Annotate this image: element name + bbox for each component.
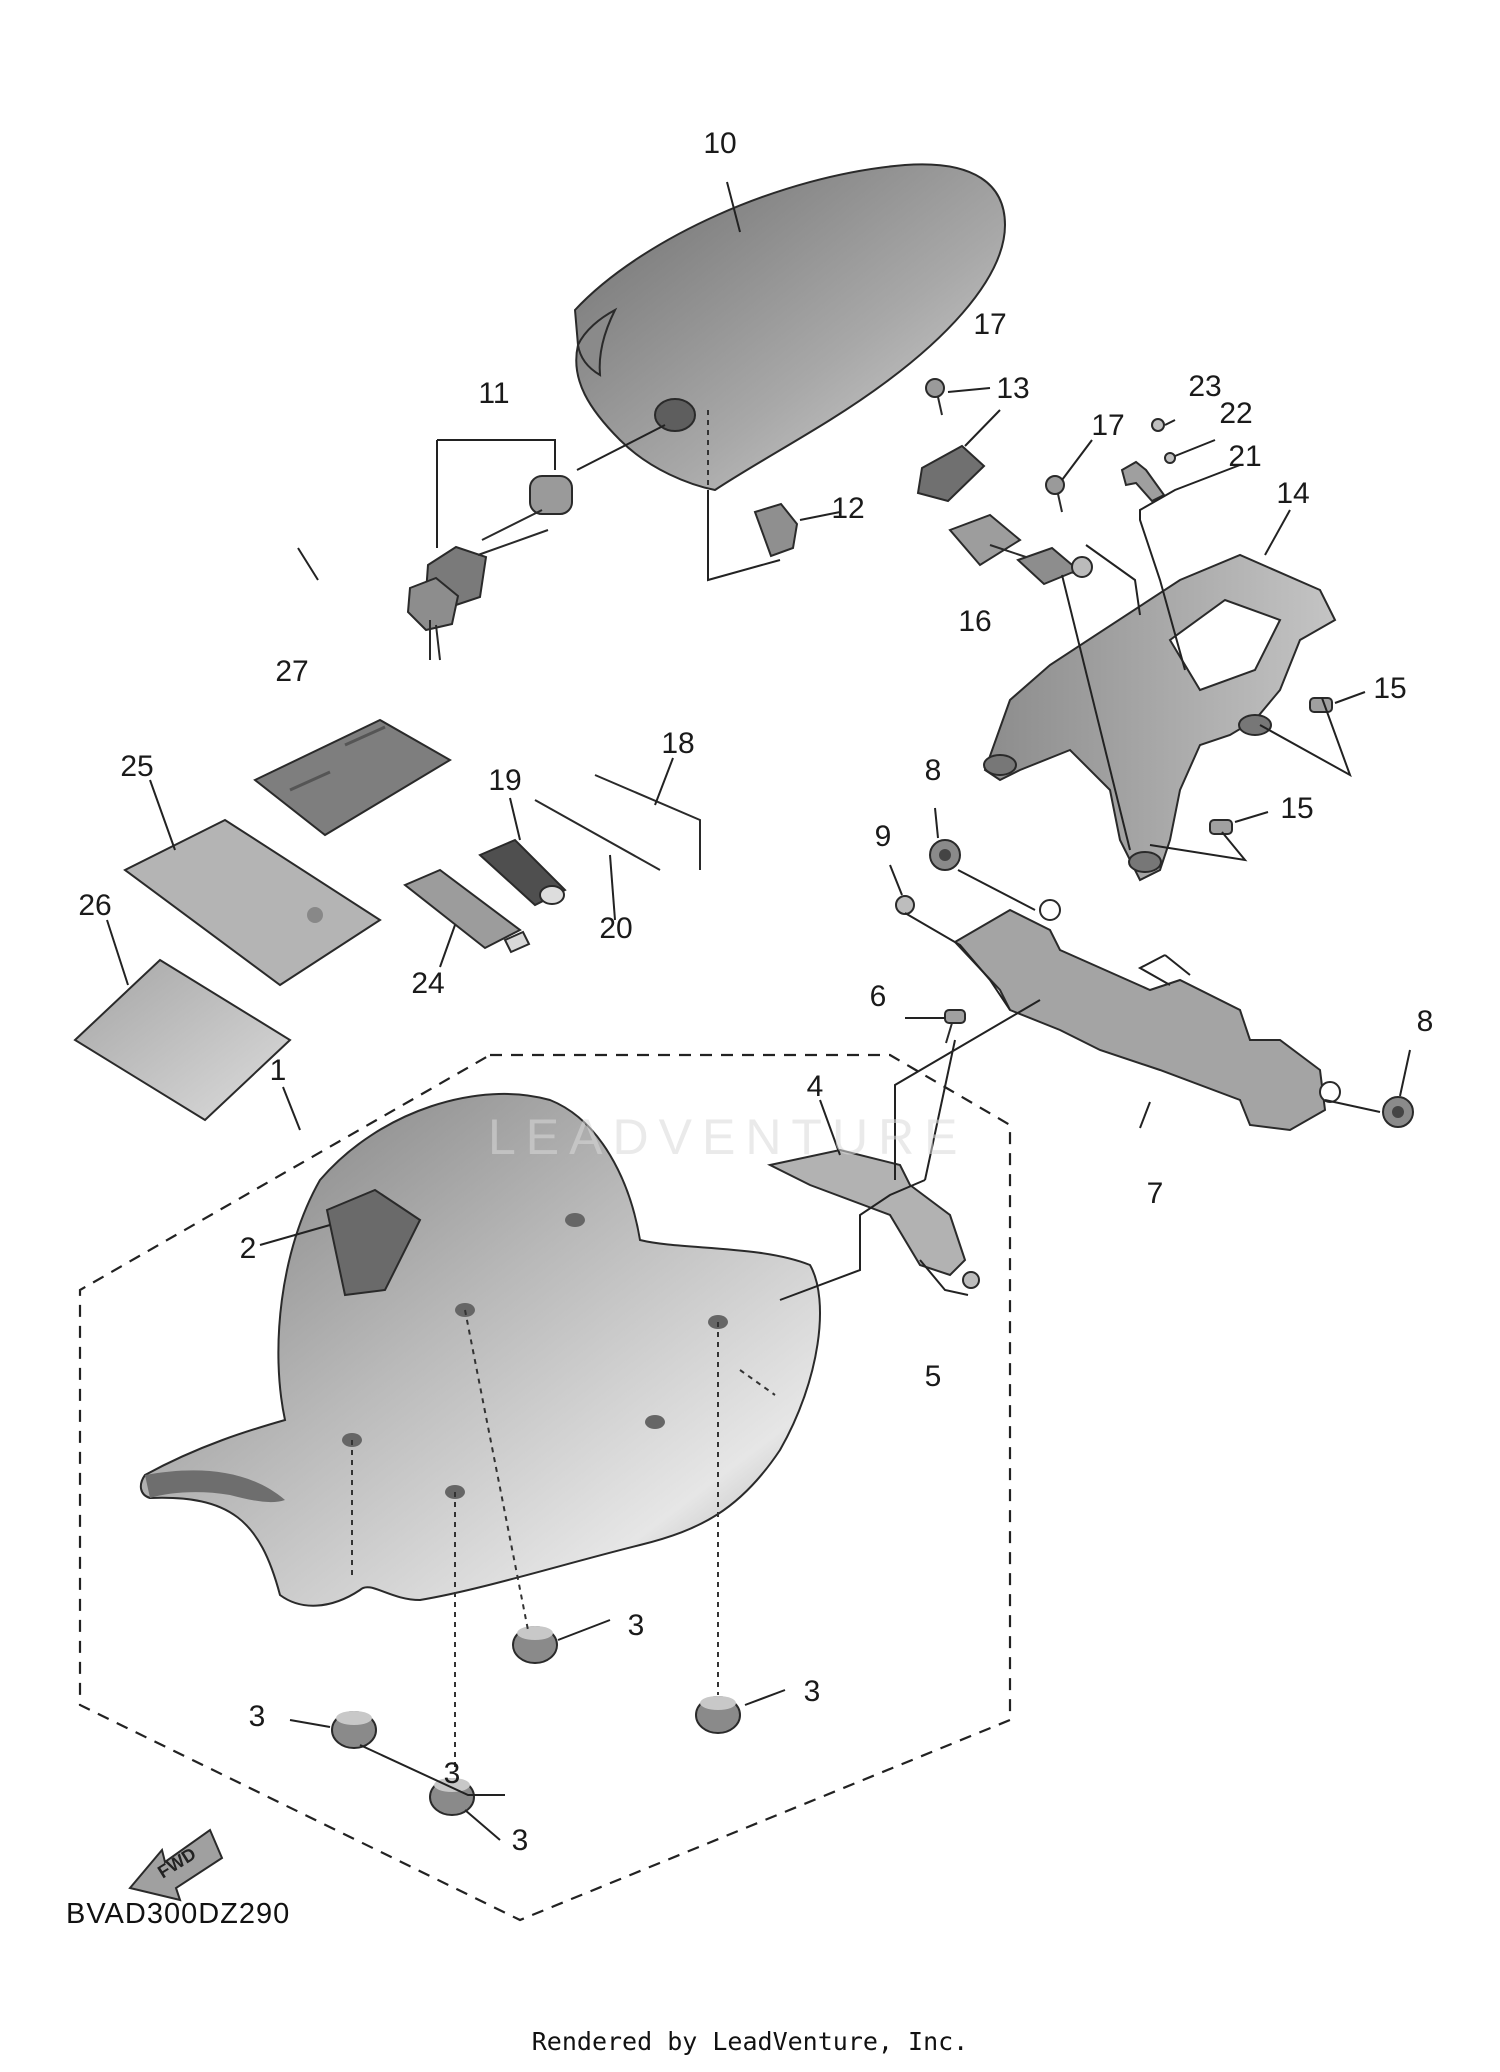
- lock-set: [406, 475, 573, 661]
- damper-3-b: [429, 1778, 475, 1816]
- seat-lock-assembly: [948, 513, 1093, 586]
- callout-24: 24: [411, 967, 444, 1000]
- callout-15: 15: [1280, 792, 1313, 825]
- bolt-15-lower: [1209, 819, 1233, 835]
- callout-9: 9: [875, 820, 892, 853]
- leader-lines: [106, 181, 1411, 1841]
- seat-hook-2: [325, 1188, 422, 1297]
- main-seat: [139, 1093, 821, 1607]
- rear-seat-cowl: [573, 163, 1007, 492]
- callout-3: 3: [249, 1700, 266, 1733]
- damper-3-a: [331, 1711, 377, 1749]
- callout-1: 1: [270, 1054, 287, 1087]
- callout-26: 26: [78, 889, 111, 922]
- callout-19: 19: [488, 764, 521, 797]
- damper-3-c: [512, 1626, 558, 1664]
- callout-8: 8: [925, 754, 942, 787]
- callout-17: 17: [1091, 409, 1124, 442]
- callout-7: 7: [1147, 1177, 1164, 1210]
- handle-19: [478, 838, 567, 907]
- callout-4: 4: [807, 1070, 824, 1103]
- callout-15: 15: [1373, 672, 1406, 705]
- bolt-6: [944, 1009, 966, 1044]
- callout-3: 3: [444, 1757, 461, 1790]
- callout-21: 21: [1228, 440, 1261, 473]
- owners-manual-25: [123, 818, 382, 987]
- assembly-lines: [351, 410, 776, 1770]
- nut-9: [895, 895, 915, 915]
- callout-labels: 1 2 3 3 3 3 3 4 5 6 7 8 8 9 10 11 12 13 …: [78, 127, 1433, 1857]
- callout-17: 17: [973, 308, 1006, 341]
- damper-8-upper: [929, 839, 961, 871]
- callout-8: 8: [1417, 1005, 1434, 1038]
- callout-20: 20: [599, 912, 632, 945]
- footer-credit: Rendered by LeadVenture, Inc.: [531, 2027, 969, 2056]
- callout-11: 11: [478, 377, 509, 410]
- callout-5: 5: [925, 1360, 942, 1393]
- damper-8-lower: [1382, 1096, 1414, 1128]
- watermark: LEADVENTURE: [488, 1109, 968, 1165]
- book-26: [73, 958, 292, 1122]
- callout-2: 2: [240, 1232, 257, 1265]
- assembly-boundary: [78, 1053, 1012, 1922]
- callout-3: 3: [628, 1609, 645, 1642]
- seat-bracket: [953, 899, 1341, 1132]
- nut-5: [962, 1271, 980, 1289]
- card-27: [253, 718, 452, 837]
- screwdriver-20: [534, 799, 661, 871]
- bolt-15-upper: [1309, 697, 1333, 713]
- callout-10: 10: [703, 127, 736, 160]
- callout-12: 12: [831, 492, 864, 525]
- callout-22: 22: [1219, 397, 1252, 430]
- callout-23: 23: [1188, 370, 1221, 403]
- callout-6: 6: [870, 980, 887, 1013]
- callout-18: 18: [661, 727, 694, 760]
- callout-3: 3: [804, 1675, 821, 1708]
- bolt-17-left: [925, 378, 945, 416]
- callout-27: 27: [275, 655, 308, 688]
- fwd-arrow-icon: FWD: [128, 1828, 224, 1902]
- seat-frame: [983, 553, 1337, 882]
- hook-bracket: [753, 502, 799, 558]
- tool-bag-24: [403, 868, 531, 954]
- callout-3: 3: [512, 1824, 529, 1857]
- hex-wrench-18: [594, 774, 701, 870]
- stay-plate: [767, 1148, 967, 1277]
- bolt-17-right: [1045, 475, 1065, 513]
- callout-13: 13: [996, 372, 1029, 405]
- callout-16: 16: [958, 605, 991, 638]
- catch-plate: [916, 444, 986, 503]
- damper-3-d: [695, 1696, 741, 1734]
- callout-25: 25: [120, 750, 153, 783]
- wire-clip-parts: [1120, 418, 1176, 503]
- callout-14: 14: [1276, 477, 1309, 510]
- diagram-code: BVAD300DZ290: [66, 1898, 291, 1930]
